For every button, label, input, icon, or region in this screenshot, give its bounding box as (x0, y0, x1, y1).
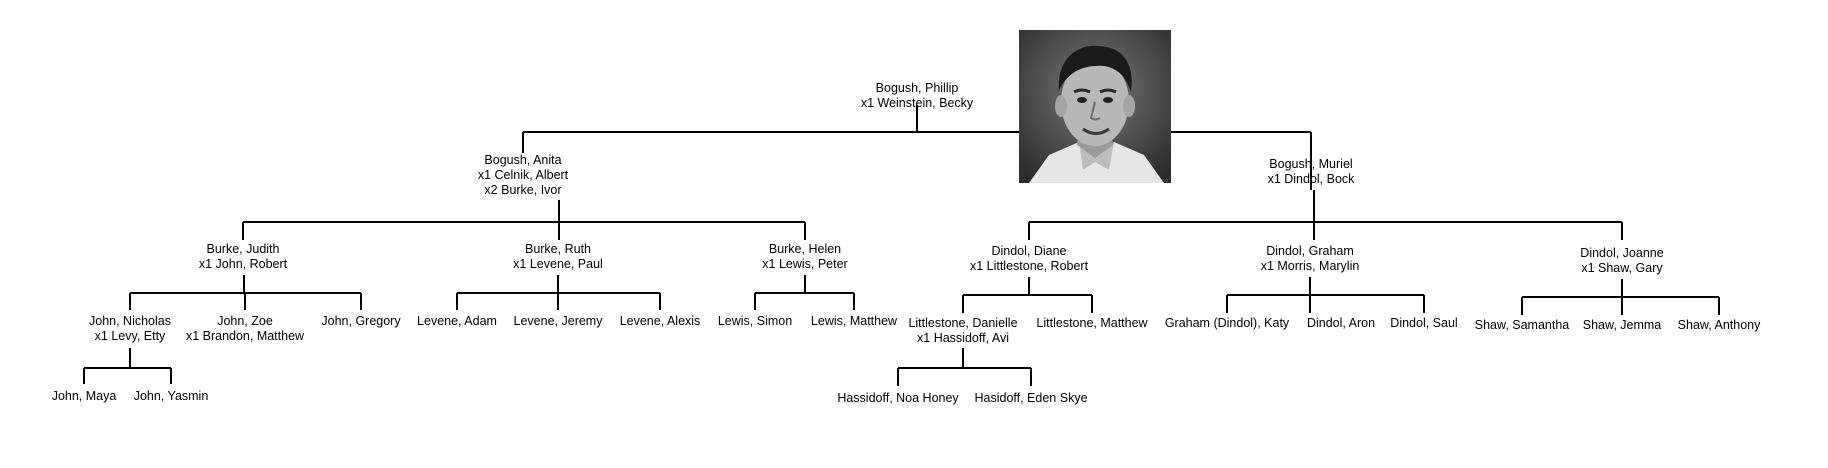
person-gen3-matthew-littlestone[interactable]: Littlestone, Matthew (1036, 316, 1147, 331)
person-spouse: x1 Morris, Marylin (1260, 259, 1360, 273)
connector-nicholas (83, 348, 172, 384)
person-name: Lewis, Matthew (810, 314, 898, 328)
person-gen3-jeremy[interactable]: Levene, Jeremy (514, 314, 603, 329)
person-gen3-nicholas[interactable]: John, Nicholas x1 Levy, Etty (89, 314, 171, 344)
connector-anita (242, 200, 806, 240)
connector-joanne (1521, 279, 1720, 315)
person-spouse: x1 Celnik, Albert (477, 168, 569, 182)
person-name: Lewis, Simon (717, 314, 793, 328)
person-gen3-alexis[interactable]: Levene, Alexis (620, 314, 701, 329)
connector-diane (962, 277, 1093, 313)
person-gen3-jemma[interactable]: Shaw, Jemma (1583, 318, 1662, 333)
person-name: Shaw, Samantha (1474, 318, 1570, 332)
portrait-photo (1019, 30, 1171, 183)
person-spouse: x1 Shaw, Gary (1581, 261, 1663, 275)
person-name: Littlestone, Matthew (1036, 316, 1148, 330)
person-name: Bogush, Anita (484, 153, 562, 167)
connector-helen (754, 275, 855, 310)
person-gen3-aron[interactable]: Dindol, Aron (1307, 316, 1375, 331)
person-gen4-noa[interactable]: Hassidoff, Noa Honey (837, 391, 958, 406)
person-gen1-muriel[interactable]: Bogush, Muriel x1 Dindol, Bock (1268, 157, 1355, 187)
person-spouse: x1 John, Robert (198, 257, 288, 271)
person-spouse: x1 Lewis, Peter (762, 257, 848, 271)
person-gen3-anthony[interactable]: Shaw, Anthony (1678, 318, 1761, 333)
person-gen3-saul[interactable]: Dindol, Saul (1390, 316, 1457, 331)
person-spouse: x1 Littlestone, Robert (969, 259, 1089, 273)
person-name: Shaw, Anthony (1677, 318, 1761, 332)
person-name: John, Nicholas (89, 314, 171, 328)
person-name: Dindol, Diane (991, 244, 1067, 258)
connector-root (522, 105, 1312, 190)
person-gen3-danielle[interactable]: Littlestone, Danielle x1 Hassidoff, Avi (908, 316, 1017, 346)
person-name: Graham (Dindol), Katy (1164, 316, 1290, 330)
person-gen2-ruth[interactable]: Burke, Ruth x1 Levene, Paul (513, 242, 603, 272)
connector-judith (129, 275, 362, 310)
person-name: Levene, Jeremy (513, 314, 603, 328)
person-gen4-maya[interactable]: John, Maya (52, 389, 117, 404)
person-name: John, Gregory (321, 314, 401, 328)
person-gen1-anita[interactable]: Bogush, Anita x1 Celnik, Albert x2 Burke… (478, 153, 568, 198)
person-gen3-simon[interactable]: Lewis, Simon (718, 314, 792, 329)
person-gen4-eden[interactable]: Hasidoff, Eden Skye (974, 391, 1087, 406)
person-gen3-samantha[interactable]: Shaw, Samantha (1475, 318, 1570, 333)
person-spouse: x1 Levene, Paul (513, 257, 603, 271)
person-name: Littlestone, Danielle (908, 316, 1018, 330)
person-name: John, Yasmin (133, 389, 209, 403)
person-name: Bogush, Phillip (875, 81, 959, 95)
person-name: Hassidoff, Noa Honey (837, 391, 959, 405)
person-spouse: x1 Weinstein, Becky (860, 96, 974, 110)
person-gen3-adam[interactable]: Levene, Adam (417, 314, 497, 329)
connector-graham (1226, 277, 1425, 313)
person-name: Dindol, Joanne (1580, 246, 1664, 260)
person-gen3-matthew-lewis[interactable]: Lewis, Matthew (811, 314, 897, 329)
person-spouse: x1 Levy, Etty (94, 329, 166, 343)
person-gen2-diane[interactable]: Dindol, Diane x1 Littlestone, Robert (970, 244, 1088, 274)
person-name: Shaw, Jemma (1582, 318, 1662, 332)
person-name: Dindol, Aron (1306, 316, 1376, 330)
person-name: John, Zoe (217, 314, 273, 328)
person-gen3-gregory[interactable]: John, Gregory (321, 314, 400, 329)
person-gen2-joanne[interactable]: Dindol, Joanne x1 Shaw, Gary (1580, 246, 1663, 276)
person-gen3-zoe[interactable]: John, Zoe x1 Brandon, Matthew (186, 314, 304, 344)
person-name: John, Maya (51, 389, 117, 403)
person-spouse: x1 Hassidoff, Avi (917, 331, 1009, 345)
person-name: Hasidoff, Eden Skye (974, 391, 1088, 405)
person-name: Burke, Judith (206, 242, 280, 256)
person-name: Burke, Helen (768, 242, 842, 256)
person-name: Levene, Adam (417, 314, 497, 328)
person-spouse: x1 Brandon, Matthew (185, 329, 305, 343)
person-gen2-judith[interactable]: Burke, Judith x1 John, Robert (199, 242, 287, 272)
person-gen3-katy[interactable]: Graham (Dindol), Katy (1165, 316, 1289, 331)
person-gen2-helen[interactable]: Burke, Helen x1 Lewis, Peter (762, 242, 847, 272)
person-gen4-yasmin[interactable]: John, Yasmin (134, 389, 209, 404)
person-name: Dindol, Saul (1390, 316, 1458, 330)
person-name: Bogush, Muriel (1269, 157, 1353, 171)
connector-muriel (1028, 190, 1623, 240)
connector-ruth (456, 275, 661, 310)
portrait-photo-icon (1019, 30, 1171, 183)
person-spouse: x2 Burke, Ivor (484, 183, 562, 197)
person-name: Dindol, Graham (1266, 244, 1354, 258)
connector-danielle (897, 348, 1032, 386)
person-gen2-graham[interactable]: Dindol, Graham x1 Morris, Marylin (1261, 244, 1360, 274)
person-root[interactable]: Bogush, Phillip x1 Weinstein, Becky (861, 81, 973, 111)
person-name: Levene, Alexis (619, 314, 701, 328)
person-spouse: x1 Dindol, Bock (1267, 172, 1355, 186)
person-name: Burke, Ruth (524, 242, 591, 256)
